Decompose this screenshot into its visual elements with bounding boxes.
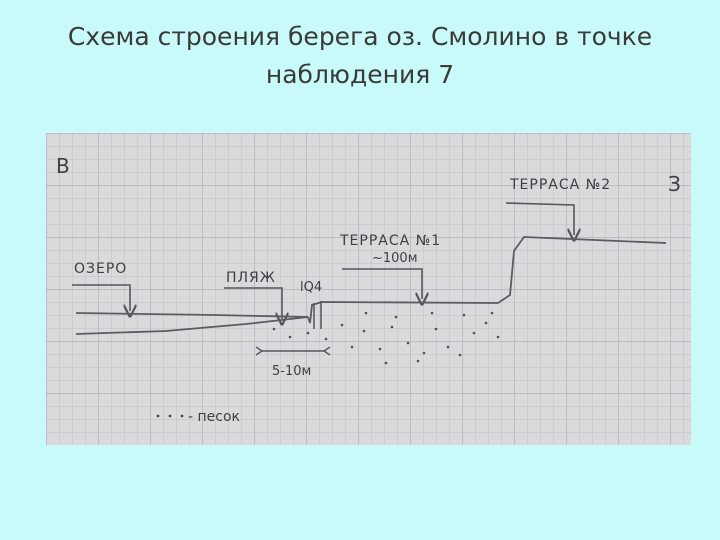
west-label: В bbox=[56, 154, 70, 178]
lake-bottom-line bbox=[75, 316, 309, 335]
slide-title: Схема строения берега оз. Смолино в точк… bbox=[40, 18, 680, 94]
paper-shading bbox=[46, 133, 691, 445]
terrace1-pointer bbox=[342, 268, 422, 299]
beach-label: ПЛЯЖ bbox=[226, 270, 276, 286]
terrace2-label: ТЕРРАСА №2 bbox=[509, 177, 611, 193]
beach-width-tick-left bbox=[255, 346, 264, 356]
beach-width-tick-right bbox=[322, 346, 331, 356]
terrace1-label: ТЕРРАСА №1 bbox=[339, 233, 441, 249]
slide-title-line-2: наблюдения 7 bbox=[265, 60, 455, 89]
age-label: lQ4 bbox=[300, 280, 322, 295]
east-label: З bbox=[668, 172, 681, 196]
slide-title-line-1: Схема строения берега оз. Смолино в точк… bbox=[67, 22, 653, 51]
beach-width-label: 5-10м bbox=[272, 364, 311, 379]
terrace-profile-line bbox=[307, 236, 667, 324]
sand-legend-dots bbox=[156, 414, 184, 418]
terrace1-width-label: ~100м bbox=[372, 251, 418, 266]
sand-legend-label: - песок bbox=[188, 409, 240, 425]
terrace2-pointer bbox=[505, 202, 574, 235]
water-surface-line bbox=[75, 312, 309, 318]
shore-diagram-photo: В З ТЕРРАСА №2 ТЕРРАСА №1 ~100м ОЗЕРО ПЛ… bbox=[46, 133, 691, 445]
lake-label: ОЗЕРО bbox=[74, 261, 127, 277]
sand-dots bbox=[272, 311, 500, 365]
beach-pointer bbox=[224, 287, 282, 319]
paper-grid-coarse bbox=[46, 133, 691, 445]
lake-pointer bbox=[72, 284, 130, 311]
